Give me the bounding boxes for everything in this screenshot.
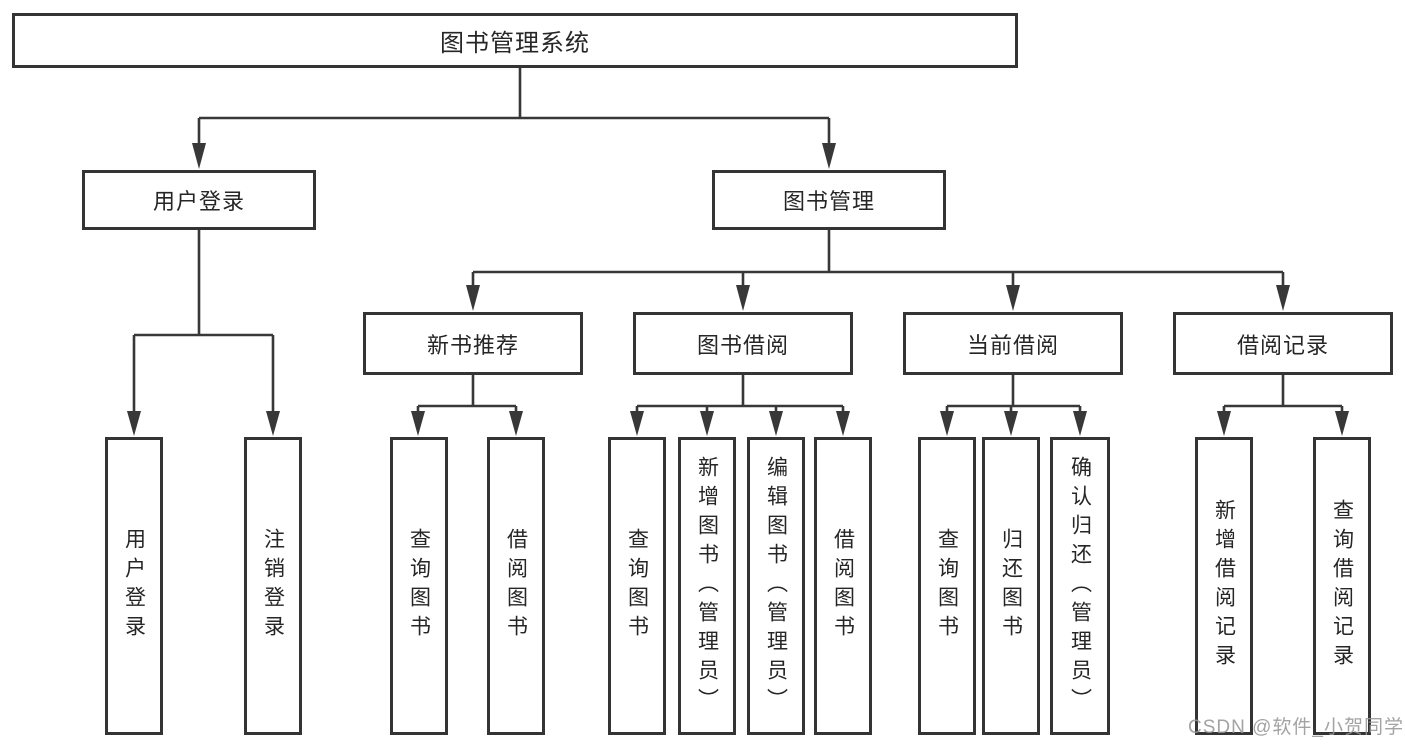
node-library-system: 图书管理系统 xyxy=(12,13,1018,68)
leaf-borrow-books-recommend: 借阅图书 xyxy=(487,437,545,735)
connector-user-login-children xyxy=(127,230,280,436)
connector-borrow-records-children xyxy=(1217,375,1349,436)
node-new-book-recommend: 新书推荐 xyxy=(363,312,583,375)
leaf-add-books-admin: 新增图书（管理员） xyxy=(678,437,736,735)
leaf-query-books-current: 查询图书 xyxy=(918,437,976,735)
node-current-borrowing: 当前借阅 xyxy=(903,312,1123,375)
node-user-login: 用户登录 xyxy=(82,170,316,230)
leaf-edit-books-admin: 编辑图书（管理员） xyxy=(747,437,805,735)
leaf-confirm-return-admin: 确认归还（管理员） xyxy=(1050,437,1110,735)
node-book-borrowing: 图书借阅 xyxy=(633,312,853,375)
leaf-query-books-borrow: 查询图书 xyxy=(608,437,666,735)
leaf-user-login: 用户登录 xyxy=(105,437,163,735)
connector-new-books-children xyxy=(411,375,523,436)
leaf-return-books: 归还图书 xyxy=(982,437,1040,735)
leaf-query-borrow-record: 查询借阅记录 xyxy=(1313,437,1371,735)
connector-book-borrow-children xyxy=(630,375,850,436)
leaf-borrow-books: 借阅图书 xyxy=(814,437,872,735)
watermark: CSDN @软件_小贺同学 xyxy=(1188,717,1404,738)
connector-root-to-level2 xyxy=(192,68,836,169)
connector-book-mgmt-children xyxy=(466,230,1290,311)
node-book-management: 图书管理 xyxy=(712,170,946,230)
leaf-query-books-recommend: 查询图书 xyxy=(390,437,448,735)
leaf-add-borrow-record: 新增借阅记录 xyxy=(1195,437,1253,735)
connector-current-borrow-children xyxy=(940,375,1087,436)
node-borrowing-records: 借阅记录 xyxy=(1173,312,1393,375)
leaf-logout: 注销登录 xyxy=(244,437,302,735)
